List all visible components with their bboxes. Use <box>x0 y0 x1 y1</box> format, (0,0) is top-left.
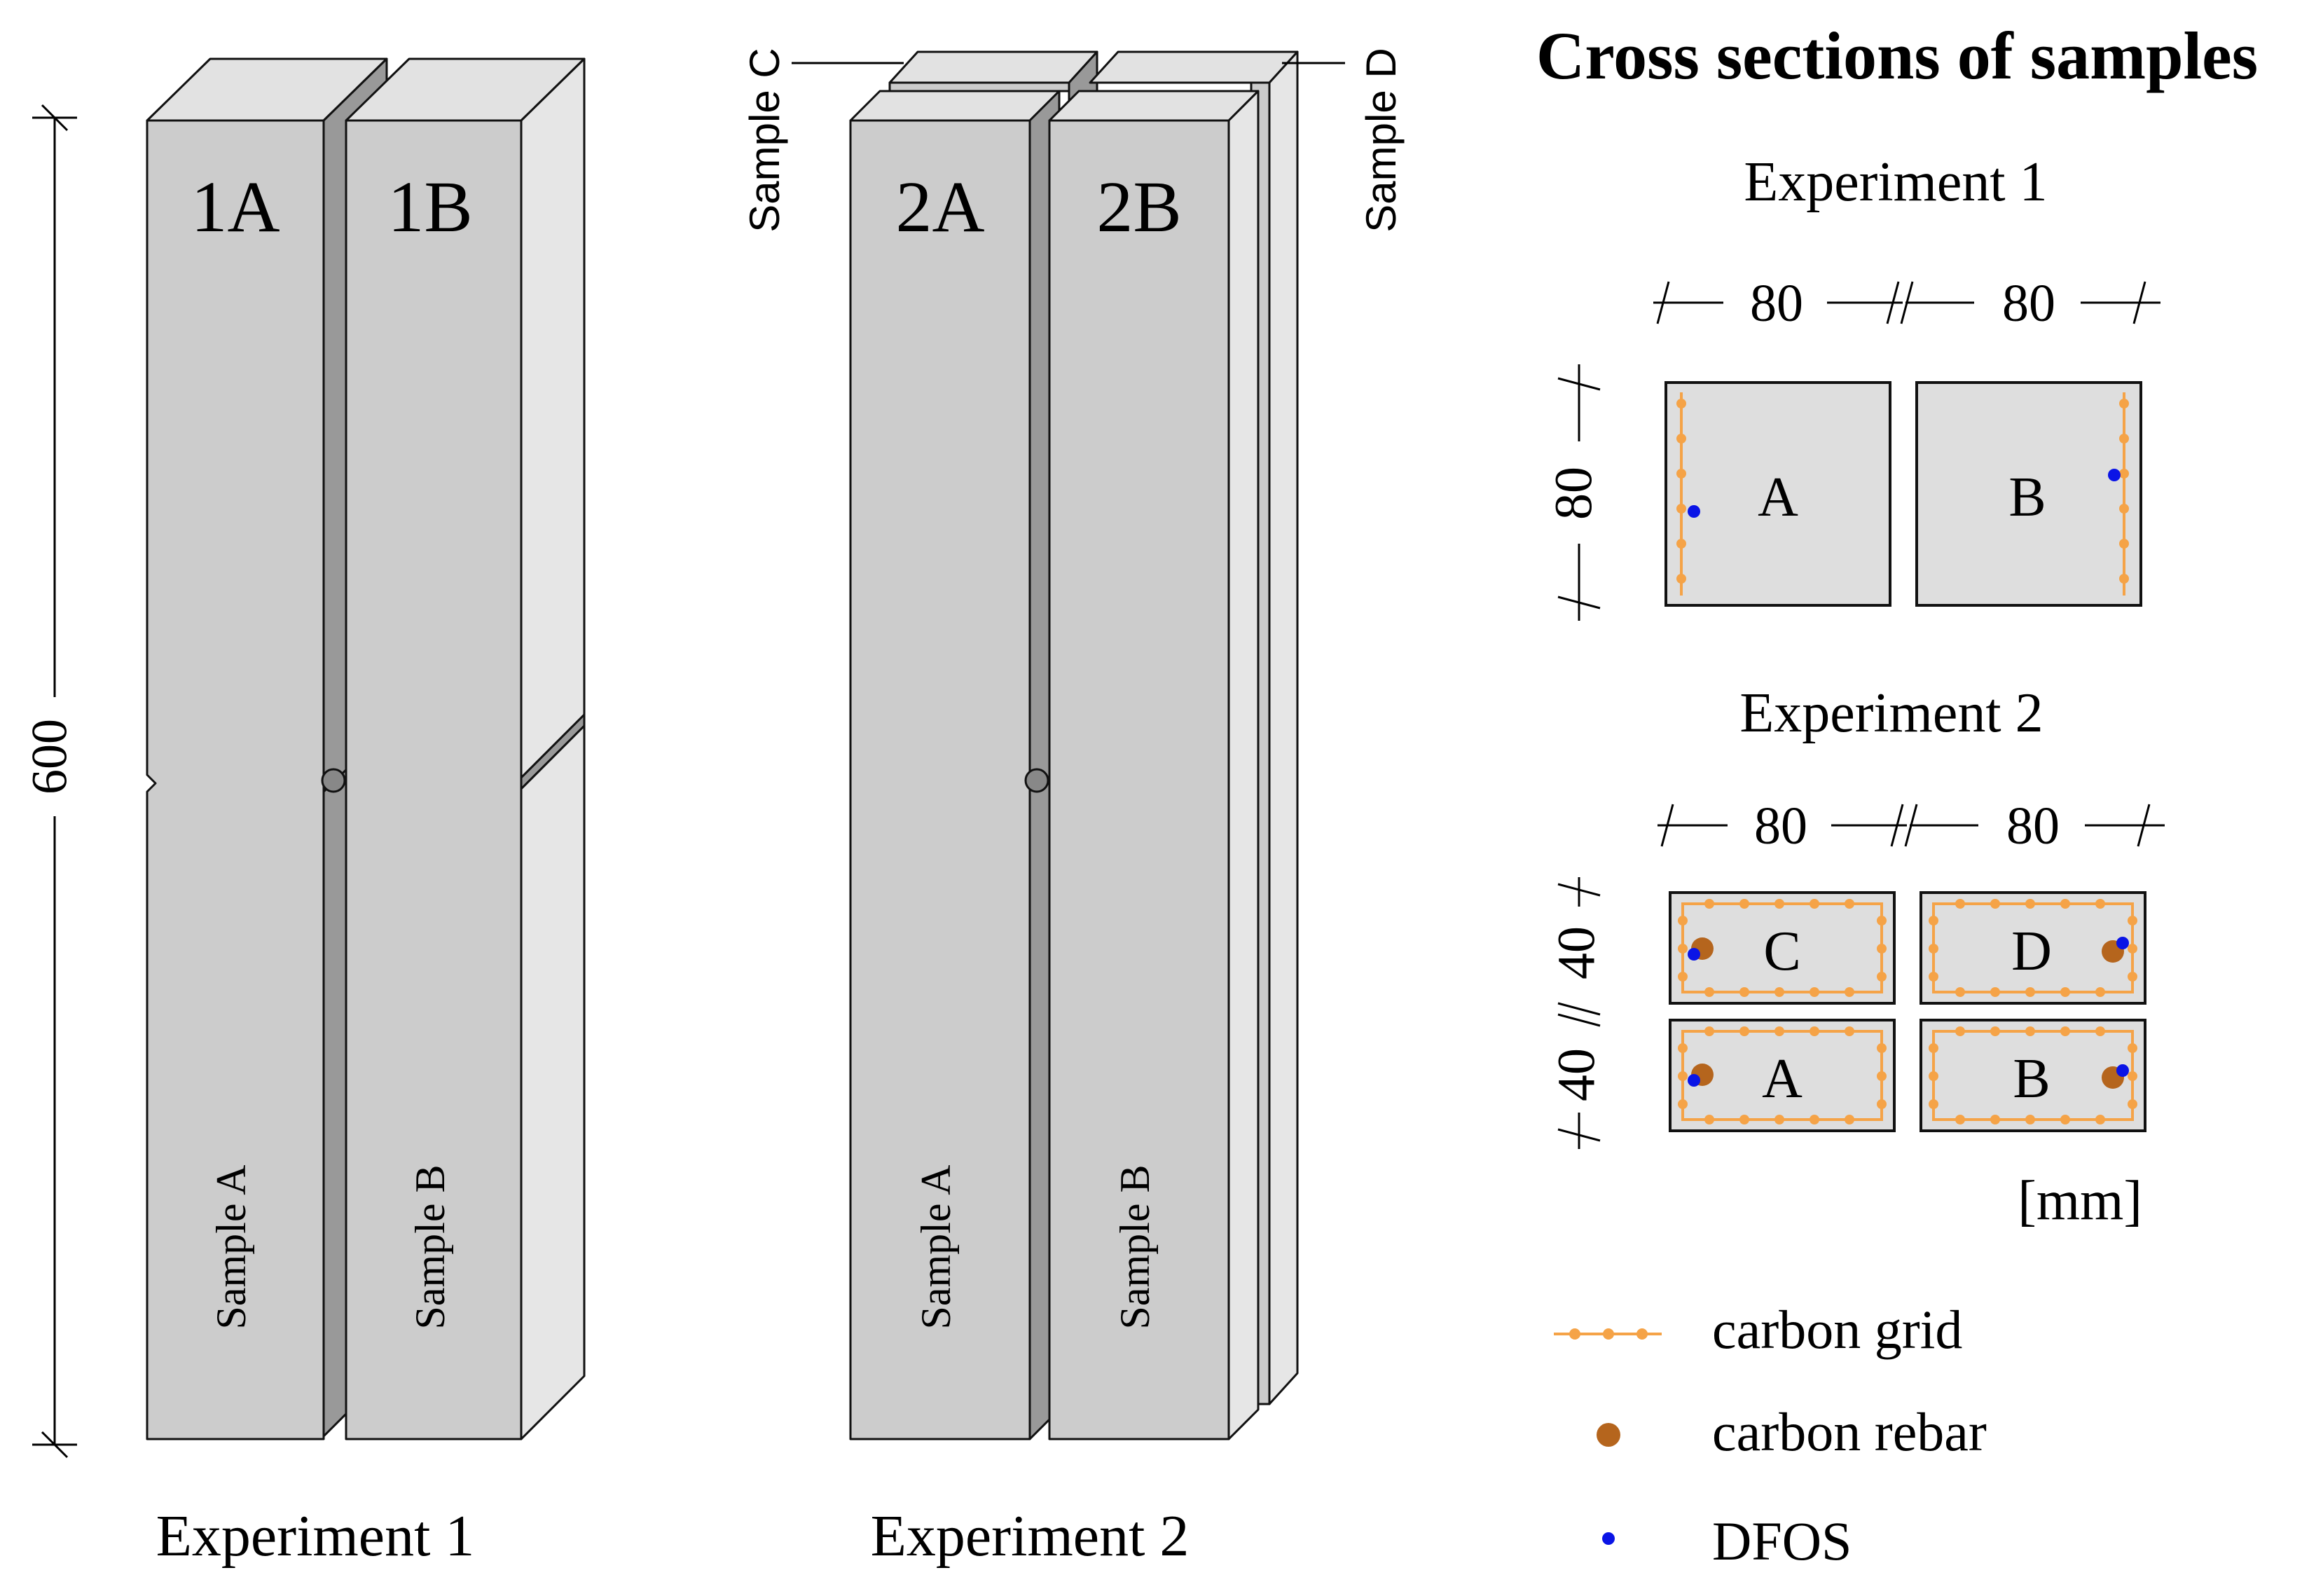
joint-marker <box>321 768 346 793</box>
exp2-width-dimensions: 80 80 <box>1657 797 2165 855</box>
cross-sections-exp1-title: Experiment 1 <box>1744 151 2047 213</box>
exp2-section-d-label: D <box>2011 921 2052 982</box>
sample-d-label: Sample D <box>1358 48 1405 232</box>
experiment-2-prisms: 2A Sample A 2B Sample B Sample C Sample … <box>741 48 1405 1569</box>
legend-dfos: DFOS <box>1602 1511 1852 1571</box>
sample-d-callout: Sample D <box>1282 48 1405 233</box>
exp2-section-a-label: A <box>1762 1048 1803 1110</box>
carbon-rebar-swatch <box>1597 1423 1620 1447</box>
prism-2b-sample-label: Sample B <box>1112 1165 1158 1330</box>
exp2-section-b-label: B <box>2013 1048 2050 1110</box>
exp1-width-dimensions: 80 80 <box>1653 274 2160 333</box>
dfos-swatch <box>1602 1532 1615 1545</box>
exp2-height-dimensions: 40 40 <box>1547 877 1606 1149</box>
height-dim-label: 600 <box>22 719 78 794</box>
exp2-section-b: B <box>1920 1019 2146 1132</box>
legend-dfos-label: DFOS <box>1712 1511 1852 1571</box>
cross-sections-title: Cross sections of samples <box>1536 18 2258 93</box>
prism-2a-sample-label: Sample A <box>913 1165 959 1330</box>
unit-label: [mm] <box>2018 1170 2142 1232</box>
exp2-section-c: C <box>1669 891 1896 1005</box>
exp1-section-b: B <box>1915 381 2142 607</box>
prism-2b: 2B Sample B <box>1048 90 1260 1440</box>
exp2-width-2: 80 <box>2006 797 2060 855</box>
dfos-dot <box>1688 1074 1700 1087</box>
dfos-dot <box>2116 1064 2129 1077</box>
sample-c-label: Sample C <box>741 48 788 232</box>
legend-carbon-grid: carbon grid <box>1554 1299 1962 1360</box>
experiment-2-caption: Experiment 2 <box>871 1504 1190 1569</box>
exp2-section-a: A <box>1669 1019 1896 1132</box>
exp1-section-b-label: B <box>2008 467 2046 528</box>
prism-1a-label: 1A <box>191 167 280 247</box>
height-dimension: 600 <box>22 104 78 1459</box>
prism-1b-label: 1B <box>387 167 472 247</box>
prism-2b-label: 2B <box>1096 167 1181 247</box>
legend-carbon-rebar-label: carbon rebar <box>1712 1401 1987 1462</box>
cross-sections-panel: Cross sections of samples Experiment 1 8… <box>1536 18 2258 1232</box>
prism-2a-label: 2A <box>895 167 984 247</box>
experiment-1-prisms: 600 1A Sample A 1B Sample B Experiment 1 <box>22 57 586 1569</box>
exp2-width-1: 80 <box>1754 797 1807 855</box>
experiment-1-caption: Experiment 1 <box>156 1504 475 1569</box>
prism-1b-sample-label: Sample B <box>407 1165 453 1330</box>
exp2-height-bottom: 40 <box>1547 1048 1606 1101</box>
exp1-width-2: 80 <box>2002 274 2055 333</box>
prism-2a: 2A Sample A <box>849 90 1061 1440</box>
exp1-width-1: 80 <box>1750 274 1803 333</box>
exp2-section-d: D <box>1920 891 2146 1005</box>
dfos-dot <box>1688 505 1700 518</box>
dfos-dot <box>2108 469 2121 481</box>
prism-1a-sample-label: Sample A <box>208 1165 254 1330</box>
exp1-section-a: A <box>1665 381 1891 607</box>
legend: carbon grid carbon rebar DFOS <box>1554 1299 1987 1571</box>
legend-carbon-grid-label: carbon grid <box>1712 1299 1962 1360</box>
dfos-dot <box>1688 948 1700 961</box>
exp2-height-top: 40 <box>1547 926 1606 979</box>
sample-c-callout: Sample C <box>741 48 904 233</box>
exp1-section-a-label: A <box>1758 467 1798 528</box>
cross-sections-exp2-title: Experiment 2 <box>1739 682 2043 744</box>
exp1-height: 80 <box>1544 467 1603 520</box>
dfos-dot <box>2116 937 2129 949</box>
joint-marker <box>1024 768 1049 793</box>
prism-1b: 1B Sample B <box>345 57 586 1440</box>
exp1-height-dimension: 80 <box>1544 364 1603 621</box>
exp2-section-c-label: C <box>1763 921 1800 982</box>
legend-carbon-rebar: carbon rebar <box>1597 1401 1987 1462</box>
